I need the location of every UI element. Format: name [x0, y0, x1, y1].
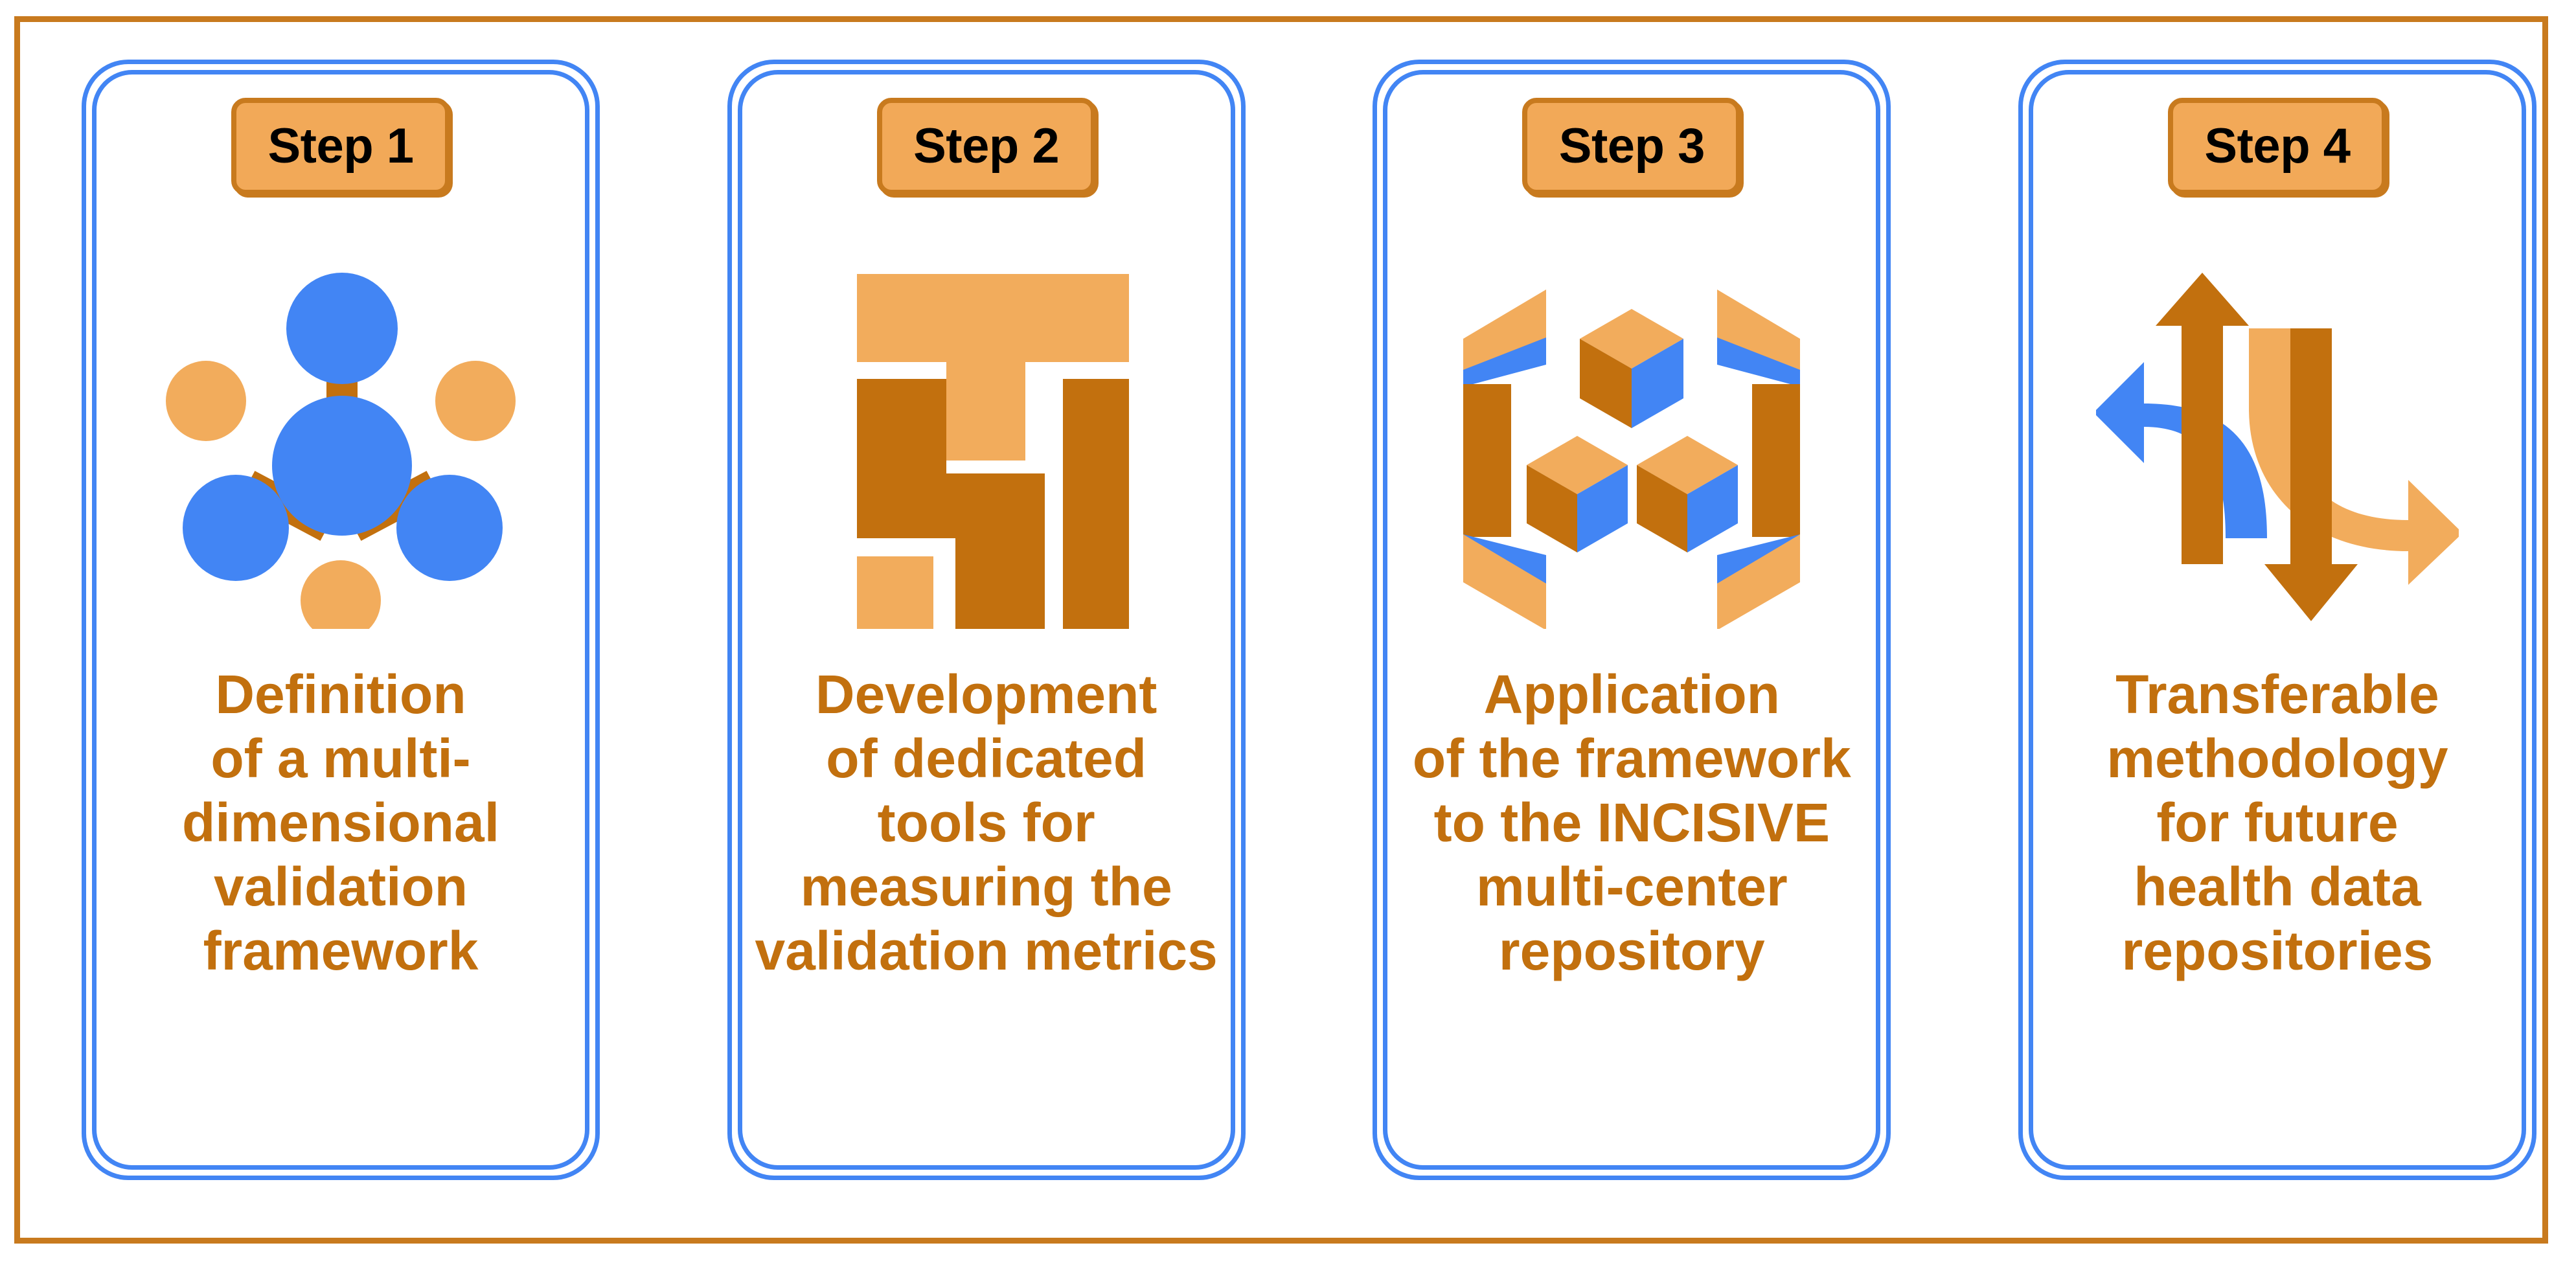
step-badge-1[interactable]: Step 1: [231, 98, 450, 195]
tools-blocks-icon: [779, 240, 1194, 655]
step-card-3[interactable]: Step 3: [1373, 60, 1891, 1180]
steps-row: Step 1: [82, 60, 2536, 1225]
transfer-arrows-icon: [2070, 240, 2485, 655]
diagram-outer-frame: Step 1: [14, 16, 2548, 1244]
step-badge-3[interactable]: Step 3: [1522, 98, 1742, 195]
step-badge-label-4: Step 4: [2204, 119, 2351, 174]
data-cubes-brackets-icon: [1424, 240, 1839, 655]
step-badge-2[interactable]: Step 2: [876, 98, 1096, 195]
step-badge-label-3: Step 3: [1558, 119, 1705, 174]
step-card-4[interactable]: Step 4 Transferable methodology fo: [2018, 60, 2536, 1180]
step-caption-3: Application of the framework to the INCI…: [1412, 664, 1851, 982]
step-badge-label-2: Step 2: [913, 119, 1060, 174]
step-badge-4[interactable]: Step 4: [2167, 98, 2387, 195]
network-nodes-icon: [133, 240, 548, 655]
step-card-1[interactable]: Step 1: [82, 60, 600, 1180]
step-caption-1: Definition of a multi- dimensional valid…: [181, 664, 500, 982]
step-badge-label-1: Step 1: [268, 119, 414, 174]
step-caption-4: Transferable methodology for future heal…: [2106, 664, 2448, 982]
step-caption-2: Development of dedicated tools for measu…: [755, 664, 1218, 982]
step-card-2[interactable]: Step 2 Development of dedicated tools: [727, 60, 1246, 1180]
